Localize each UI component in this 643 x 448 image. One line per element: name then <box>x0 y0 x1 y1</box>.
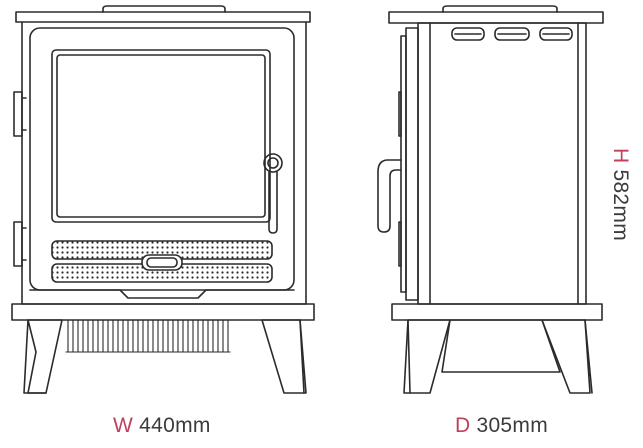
side-body <box>417 22 587 305</box>
depth-letter: D <box>455 414 471 437</box>
front-window <box>51 49 271 223</box>
front-top-cap <box>102 5 226 13</box>
front-handle-bar <box>268 171 278 234</box>
side-top-cap <box>442 5 558 13</box>
front-view <box>11 5 315 394</box>
side-plinth <box>391 303 603 321</box>
front-plinth <box>11 303 315 321</box>
front-door <box>29 27 295 291</box>
side-handle <box>377 159 402 233</box>
depth-value: 305mm <box>476 414 548 437</box>
width-value: 440mm <box>139 414 211 437</box>
side-top-plate <box>388 11 604 24</box>
height-dimension: H 582mm <box>608 148 632 241</box>
height-value: 582mm <box>609 169 632 241</box>
side-leg-back <box>541 319 591 394</box>
front-hinge-lower <box>13 221 23 267</box>
side-under-panel <box>441 319 561 373</box>
side-top-vents <box>451 27 573 41</box>
front-leg-right <box>261 319 307 394</box>
front-heater-vents <box>65 319 231 353</box>
front-leg-left <box>27 319 63 394</box>
side-door-edge <box>405 27 419 301</box>
width-letter: W <box>113 414 134 437</box>
side-leg-front <box>407 319 451 394</box>
front-handle-knob <box>263 153 283 173</box>
height-letter: H <box>609 148 632 164</box>
front-top-plate <box>15 11 311 23</box>
front-hinge-upper <box>13 91 23 137</box>
side-view <box>377 5 604 394</box>
